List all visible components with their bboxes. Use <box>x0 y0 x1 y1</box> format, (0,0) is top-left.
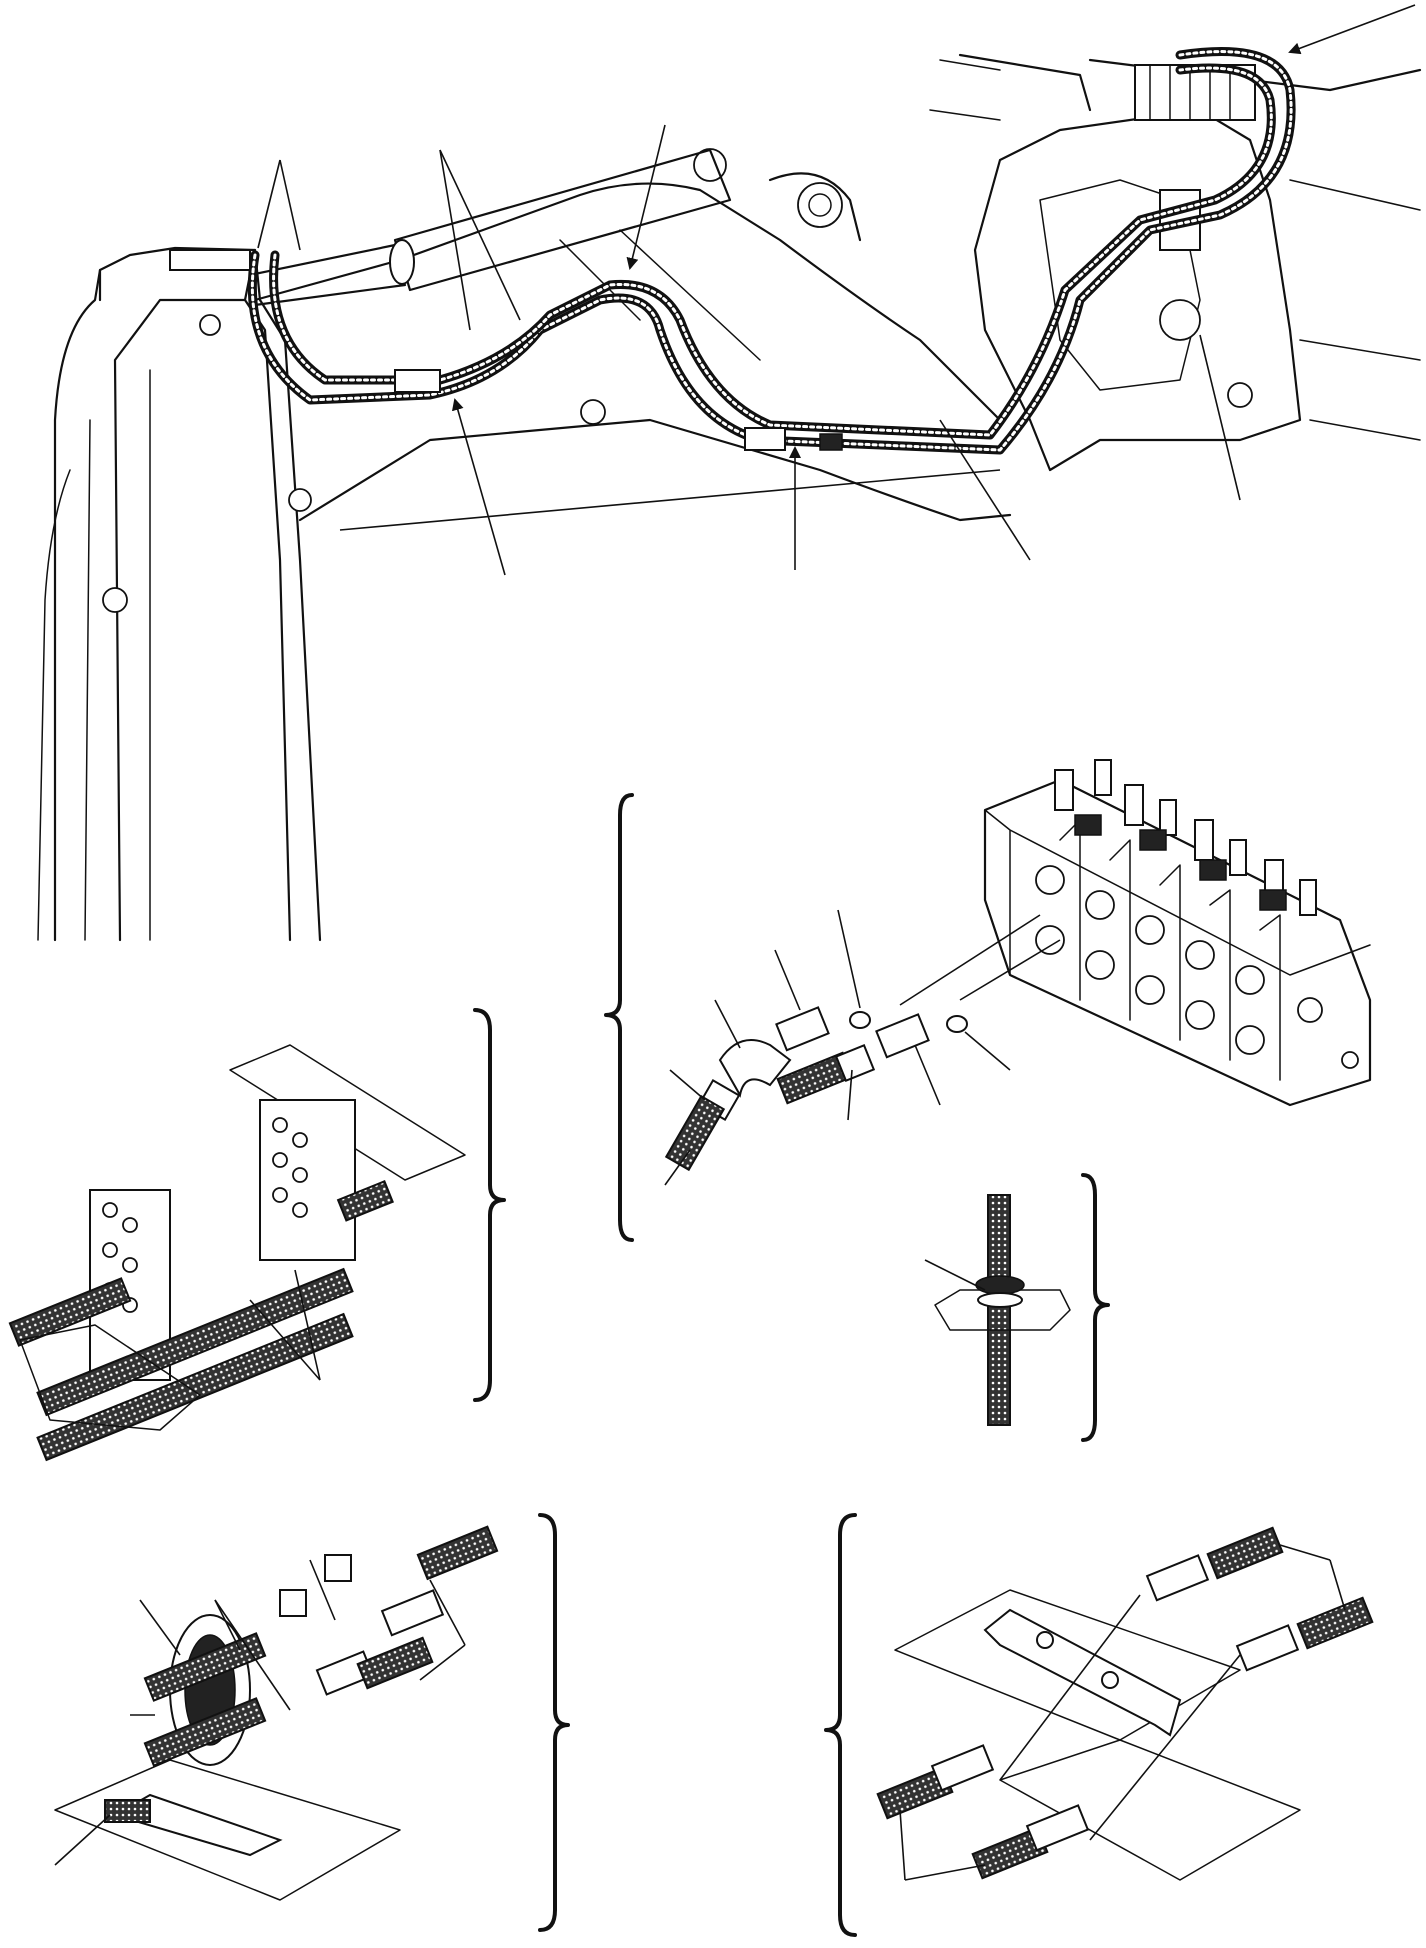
band-detail-leaders <box>54 1559 466 1866</box>
band-clamp-detail <box>54 1513 570 1932</box>
clamp-leader <box>924 1259 986 1291</box>
hose-end-2 <box>664 1094 726 1172</box>
terminal-lines <box>1149 64 1231 121</box>
brace-support-right <box>473 1008 506 1402</box>
cylinder-end <box>389 239 415 285</box>
frame-rail-2 <box>1299 339 1421 361</box>
post-shadow <box>37 469 71 941</box>
bridge-base-plate <box>894 1589 1241 1741</box>
boom-lower-edge <box>298 418 1012 522</box>
hose-sleeve <box>819 433 843 451</box>
hose-clip-1 <box>394 369 441 393</box>
support-hose-3 <box>8 1277 132 1347</box>
o-ring-2 <box>946 1015 968 1033</box>
band-hose-upper <box>143 1632 267 1702</box>
bridge-bolt-1 <box>1036 1631 1054 1649</box>
pivot-pin-side <box>580 399 606 425</box>
band-base-plate <box>54 1759 401 1901</box>
bridge-bolt-2 <box>1101 1671 1119 1689</box>
band-hose-right-1 <box>416 1525 499 1581</box>
band-hose-end <box>104 1799 151 1823</box>
clamp-band <box>975 1275 1025 1295</box>
band-nut-1 <box>279 1589 307 1617</box>
boom-pin-top-inner <box>808 193 832 217</box>
bridge-clamp-detail <box>824 1513 1374 1937</box>
brace-band-clamp-right <box>538 1513 570 1932</box>
bracket-pin <box>1159 299 1201 341</box>
valve-body-outline <box>983 778 1372 1107</box>
clamp-band-lower <box>977 1292 1023 1308</box>
clamp-detail-small <box>924 1173 1110 1442</box>
hose-clip-2 <box>744 427 786 451</box>
boom-end-cap <box>768 172 862 242</box>
top-view-leaders <box>257 4 1416 576</box>
support-leader-2 <box>294 1269 321 1381</box>
boom-assembly-view <box>37 4 1422 942</box>
o-ring-1 <box>849 1011 871 1029</box>
valve-spools <box>1035 819 1359 1081</box>
clamp-hose-vertical <box>987 1194 1011 1426</box>
valve-detail-leaders <box>664 909 1011 1186</box>
band-hose-right-2 <box>356 1636 434 1690</box>
bridge-base-plate-lower <box>999 1739 1301 1881</box>
elbow-fitting <box>718 1039 792 1098</box>
brace-clamp-small-right <box>1081 1173 1110 1442</box>
boom-rib <box>559 229 761 361</box>
control-valve-detail <box>604 759 1372 1242</box>
band-hose-lower <box>143 1697 267 1767</box>
bridge-clamp-body <box>983 1608 1182 1737</box>
bridge-detail-leaders <box>899 1544 1346 1881</box>
boom-upper-edge <box>253 182 1002 422</box>
support-base-plate <box>19 1324 201 1431</box>
hose-nut-1 <box>834 1044 876 1082</box>
support-leader-1 <box>249 1299 321 1381</box>
brace-valve-left <box>604 793 634 1242</box>
bracket-hole <box>1227 382 1253 408</box>
pivot-pin-lower <box>102 587 128 613</box>
brace-bridge-clamp-left <box>824 1513 857 1937</box>
cylinder-body <box>393 148 732 292</box>
pivot-pin-upper <box>199 314 221 336</box>
hose-clip-top <box>169 249 251 271</box>
clamp-plate <box>934 1289 1071 1331</box>
valve-handles <box>1054 759 1317 916</box>
support-hose-1 <box>36 1267 354 1417</box>
frame-line-top <box>929 59 1001 121</box>
main-hose-run <box>247 47 1296 455</box>
frame-rail-3 <box>1309 419 1421 441</box>
band-nut-2 <box>324 1554 352 1582</box>
support-hose-4 <box>336 1180 394 1222</box>
bridge-center-line <box>999 1594 1141 1781</box>
band-fitting-2 <box>380 1589 445 1637</box>
pivot-pin-mid <box>288 488 312 512</box>
valve-body-top <box>984 809 1371 976</box>
valve-fittings <box>664 914 1061 1172</box>
support-hose-2 <box>36 1312 354 1462</box>
support-holes <box>102 1117 308 1313</box>
bridge-hoses <box>876 1526 1374 1880</box>
adapter-1 <box>775 1006 830 1052</box>
adapter-2 <box>875 1013 930 1059</box>
frame-rail-1 <box>1289 179 1421 211</box>
support-bracket-detail <box>8 1008 506 1462</box>
boom-pin-top <box>797 182 843 228</box>
post-inner-edge <box>113 298 292 942</box>
bridge-center-line-2 <box>1089 1654 1241 1841</box>
post-crease-2 <box>84 419 91 941</box>
